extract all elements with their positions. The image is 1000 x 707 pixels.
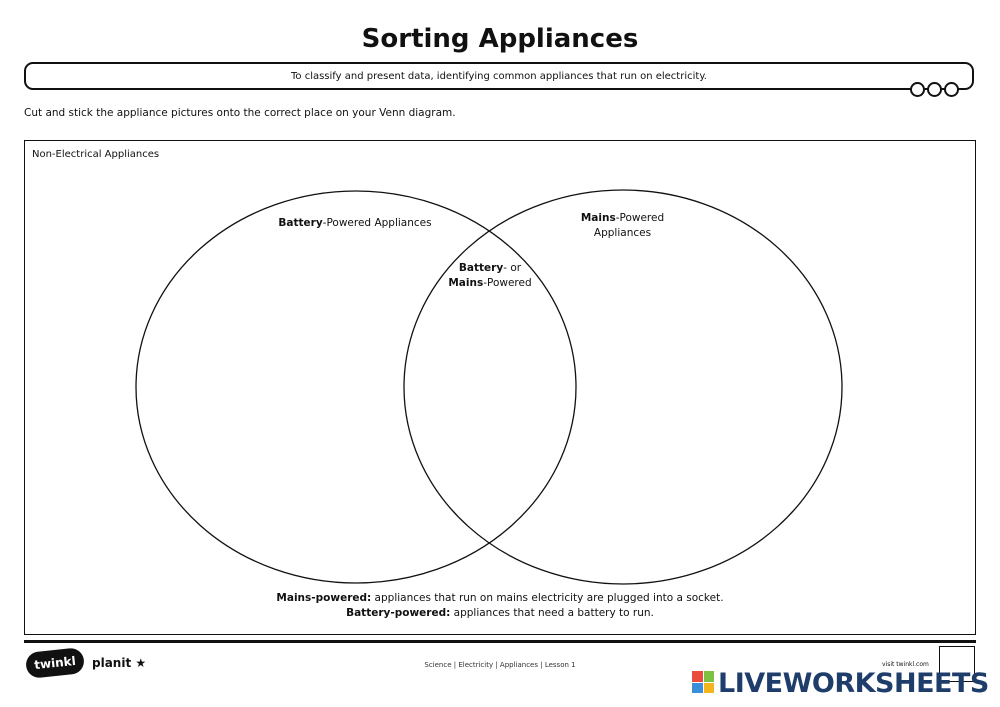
planit-logo: planit ★: [92, 656, 147, 670]
battery-circle: [135, 190, 577, 584]
mains-circle: [403, 189, 843, 585]
liveworksheets-icon: [692, 671, 714, 693]
definitions: Mains-powered: appliances that run on ma…: [0, 591, 1000, 621]
progress-circle: [944, 82, 959, 97]
progress-circle: [910, 82, 925, 97]
liveworksheets-watermark: LIVEWORKSHEETS: [718, 668, 989, 699]
progress-circle: [927, 82, 942, 97]
footer-breadcrumb: Science | Electricity | Appliances | Les…: [424, 661, 576, 669]
footer-rule: [24, 640, 976, 643]
venn-diagram-box: [24, 140, 976, 635]
non-electrical-label: Non-Electrical Appliances: [32, 149, 160, 160]
battery-label: Battery-Powered Appliances: [278, 217, 432, 229]
visit-link[interactable]: visit twinkl.com: [882, 661, 929, 668]
page-title: Sorting Appliances: [361, 24, 639, 54]
learning-objective: To classify and present data, identifyin…: [24, 62, 974, 90]
definition-battery: Battery-powered: appliances that need a …: [346, 607, 654, 619]
instruction: Cut and stick the appliance pictures ont…: [24, 107, 456, 119]
definition-mains: Mains-powered: appliances that run on ma…: [276, 592, 724, 604]
twinkl-badge: [939, 646, 975, 682]
